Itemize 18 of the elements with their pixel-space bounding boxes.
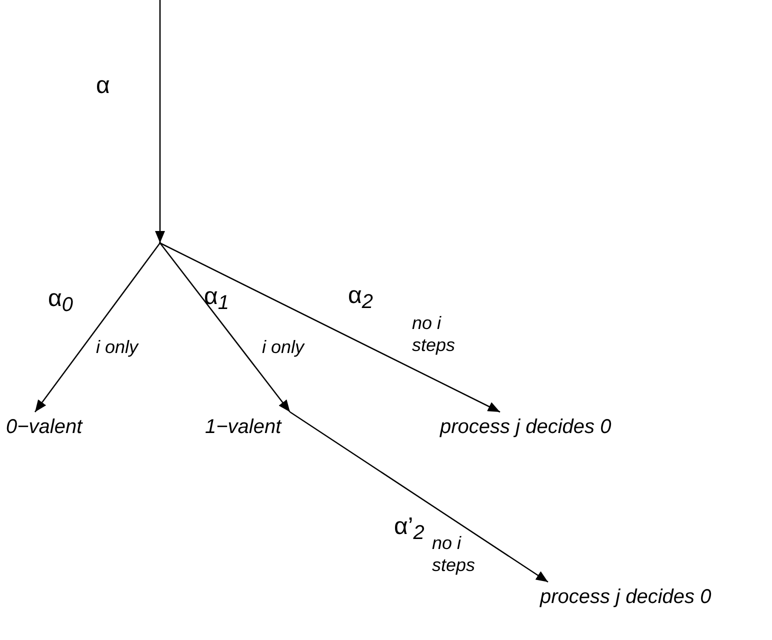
outcome-label: process j decides 0: [540, 582, 768, 612]
step-note: no i steps: [412, 312, 456, 356]
edge-label: α$_{1}$: [204, 283, 229, 311]
edge-label: α: [96, 72, 110, 100]
step-note: no i steps: [432, 532, 476, 576]
outcome-label: 1−valent: [205, 412, 335, 442]
arrow: [159, 242, 291, 412]
edge-label: α$_{0}$: [48, 285, 73, 313]
arrow: [155, 0, 165, 243]
arrow: [290, 411, 548, 583]
edge-label: α$_{2}$: [348, 282, 373, 310]
outcome-label: 0−valent: [6, 412, 136, 442]
step-note: i only: [262, 336, 306, 358]
outcome-label: process j decides 0: [440, 412, 730, 442]
arrow: [160, 242, 500, 413]
edge-label: α’$_{2}$: [394, 513, 424, 541]
step-note: i only: [96, 336, 140, 358]
arrow: [34, 242, 161, 412]
